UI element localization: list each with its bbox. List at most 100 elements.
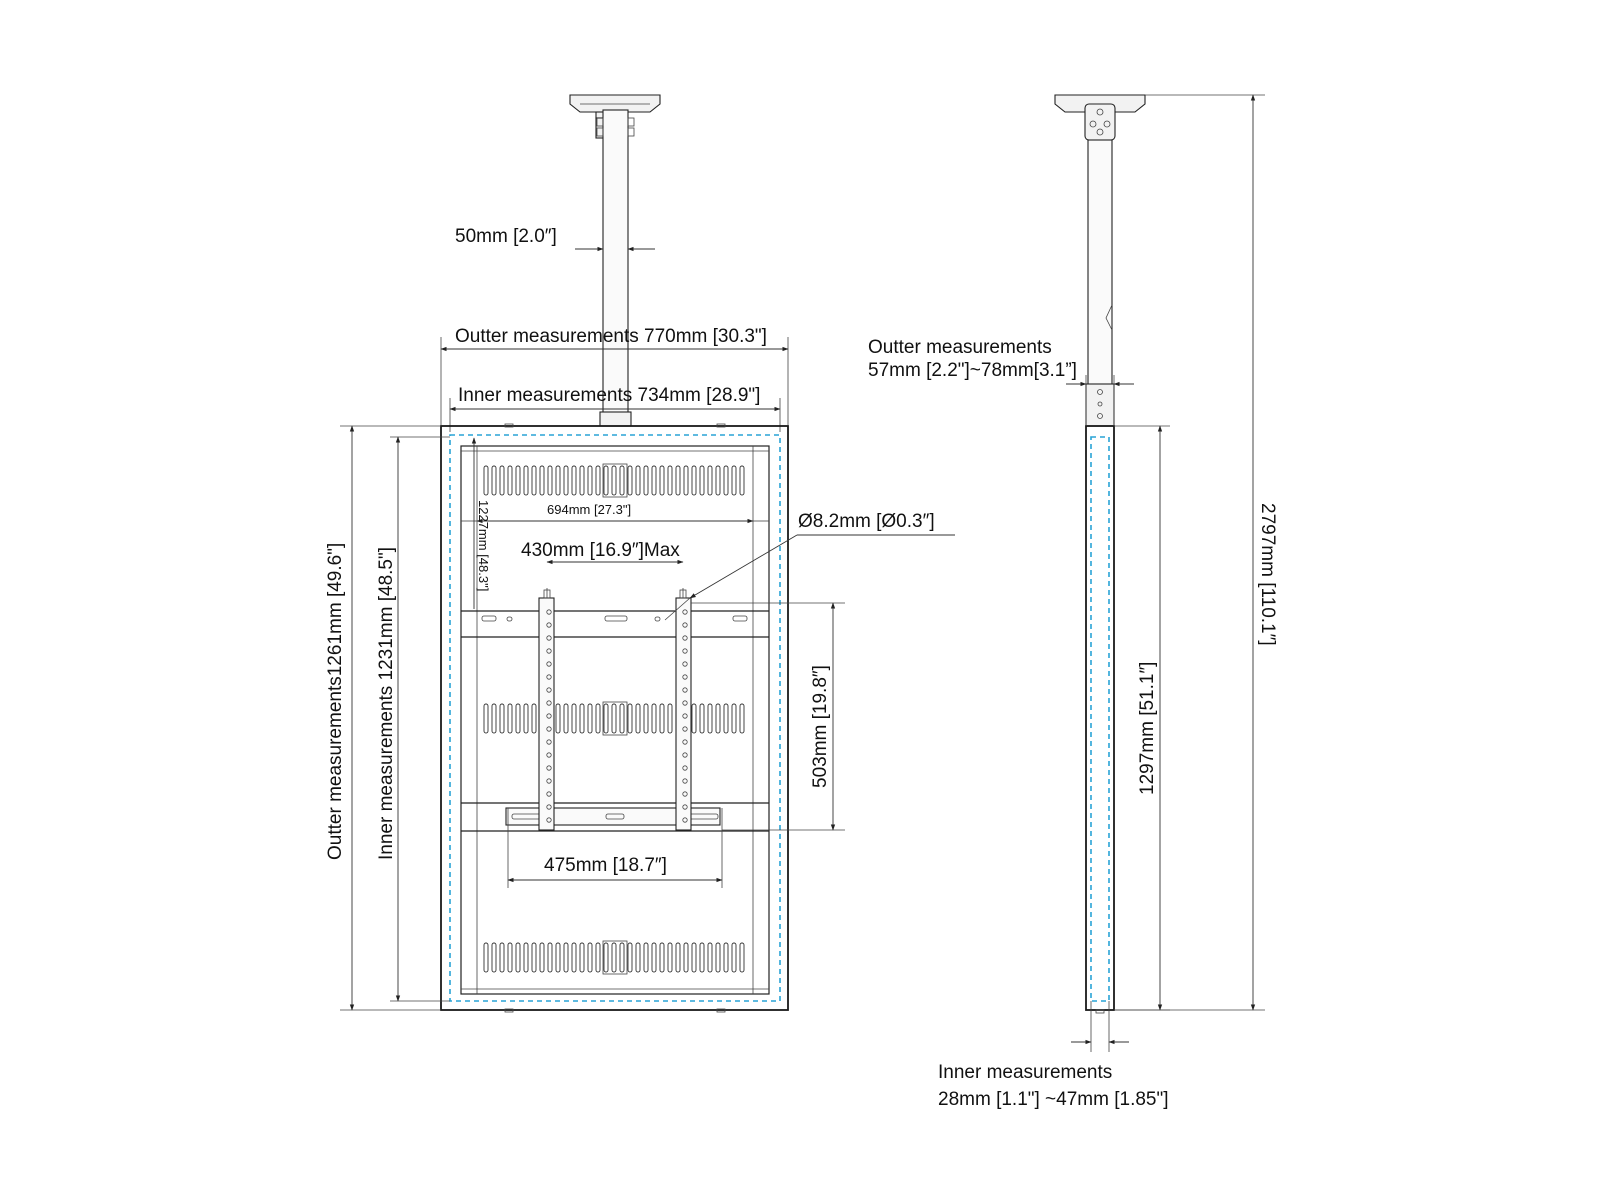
outer-height-label: Outter measurements1261mm [49.6"]: [325, 543, 346, 860]
vent-slot: [595, 942, 601, 973]
bracket-hole: [682, 700, 688, 706]
vent-slot: [659, 465, 665, 496]
vent-slot: [739, 703, 745, 734]
rail-height-label: 503mm [19.8″]: [810, 665, 831, 788]
bracket-hole: [546, 817, 552, 823]
vent-slot: [627, 465, 633, 496]
side-ceiling-plate: [1054, 94, 1146, 141]
vent-slot: [491, 703, 497, 734]
bracket-hole: [682, 609, 688, 615]
vent-slot: [531, 465, 537, 496]
vent-slot: [507, 465, 513, 496]
vent-slot: [611, 703, 617, 734]
total-height-label: 2797mm [110.1″]: [1257, 503, 1278, 646]
bracket-max-label: 430mm [16.9″]Max: [521, 540, 680, 561]
front-pole: [596, 109, 635, 427]
vent-slot: [715, 942, 721, 973]
rail-width-dimension: 475mm [18.7″]: [507, 808, 723, 888]
vent-slot: [483, 465, 489, 496]
vent-slot: [651, 942, 657, 973]
vent-slot: [499, 942, 505, 973]
front-view: 50mm [2.0″] Outter measurements 770mm [3…: [325, 94, 955, 1013]
vent-slot: [499, 703, 505, 734]
vent-slot: [667, 465, 673, 496]
vent-slot: [739, 465, 745, 496]
vent-slot: [667, 703, 673, 734]
vent-slot: [643, 942, 649, 973]
inner-width-dimension: Inner measurements 734mm [28.9"]: [449, 385, 781, 432]
front-inner-dashed-outline: [449, 434, 781, 1002]
rail-width-label: 475mm [18.7″]: [544, 855, 667, 876]
vent-slot: [507, 703, 513, 734]
bracket-hole: [682, 622, 688, 628]
bracket-hole: [682, 635, 688, 641]
vent-center-clip: [602, 463, 628, 498]
vent-slot: [619, 703, 625, 734]
vent-slot: [739, 942, 745, 973]
bracket-hole: [682, 661, 688, 667]
side-inner-dimension: Inner measurements 28mm [1.1"] ~47mm [1.…: [938, 1001, 1169, 1110]
bracket-hole: [546, 674, 552, 680]
vent-slot: [723, 703, 729, 734]
bracket-hole: [682, 778, 688, 784]
bracket-hole: [546, 778, 552, 784]
bracket-hole: [546, 752, 552, 758]
vent-slot: [707, 942, 713, 973]
vent-slot: [483, 703, 489, 734]
vent-slot: [595, 703, 601, 734]
bracket-hole: [682, 791, 688, 797]
vent-slot: [563, 703, 569, 734]
bracket-hole: [546, 635, 552, 641]
bracket-hole: [682, 713, 688, 719]
side-display-body: [1085, 425, 1115, 1014]
vent-slot: [715, 703, 721, 734]
vent-slot: [699, 465, 705, 496]
vent-slot: [531, 703, 537, 734]
vent-slot: [571, 942, 577, 973]
side-height-dimension: 1297mm [51.1″]: [1114, 425, 1170, 1011]
vent-slot: [571, 465, 577, 496]
vent-slot: [683, 465, 689, 496]
hole-diameter-callout: Ø8.2mm [Ø0.3″]: [664, 511, 955, 621]
top-rail: [481, 615, 748, 622]
side-height-label: 1297mm [51.1″]: [1137, 662, 1158, 795]
vent-slot: [611, 942, 617, 973]
bracket-hole: [682, 739, 688, 745]
vent-slot: [563, 942, 569, 973]
bracket-hole: [546, 648, 552, 654]
vent-slot: [659, 942, 665, 973]
hole-diameter-label: Ø8.2mm [Ø0.3″]: [798, 511, 935, 532]
vent-slot: [555, 465, 561, 496]
bracket-hole: [546, 765, 552, 771]
vent-slot: [571, 703, 577, 734]
inner-height-dimension: Inner measurements 1231mm [48.5"]: [376, 436, 450, 1002]
side-outer-dimension: Outter measurements 57mm [2.2"]~78mm[3.1…: [868, 337, 1134, 426]
side-inner-label-line2: 28mm [1.1"] ~47mm [1.85"]: [938, 1089, 1169, 1110]
vent-slot: [579, 465, 585, 496]
vent-slot: [603, 942, 609, 973]
vent-slot: [507, 942, 513, 973]
vent-slot: [699, 703, 705, 734]
bracket-hole: [682, 648, 688, 654]
inner-width-label: Inner measurements 734mm [28.9"]: [458, 385, 760, 406]
outer-width-label: Outter measurements 770mm [30.3"]: [455, 326, 767, 347]
vent-slot: [595, 465, 601, 496]
vent-slot: [643, 465, 649, 496]
vent-slot: [627, 703, 633, 734]
bracket-hole: [682, 674, 688, 680]
vent-slot: [731, 465, 737, 496]
bracket-holes: [546, 609, 688, 823]
bracket-hole: [546, 622, 552, 628]
vent-slot: [611, 465, 617, 496]
bracket-hole: [546, 713, 552, 719]
vent-slot: [691, 942, 697, 973]
vent-slot: [539, 465, 545, 496]
vent-slot: [675, 465, 681, 496]
bracket-hole: [546, 739, 552, 745]
vent-slot: [491, 465, 497, 496]
right-bracket: [675, 588, 692, 831]
bracket-hole: [546, 791, 552, 797]
vent-slot: [651, 465, 657, 496]
vent-slot: [547, 465, 553, 496]
bracket-hole: [546, 687, 552, 693]
